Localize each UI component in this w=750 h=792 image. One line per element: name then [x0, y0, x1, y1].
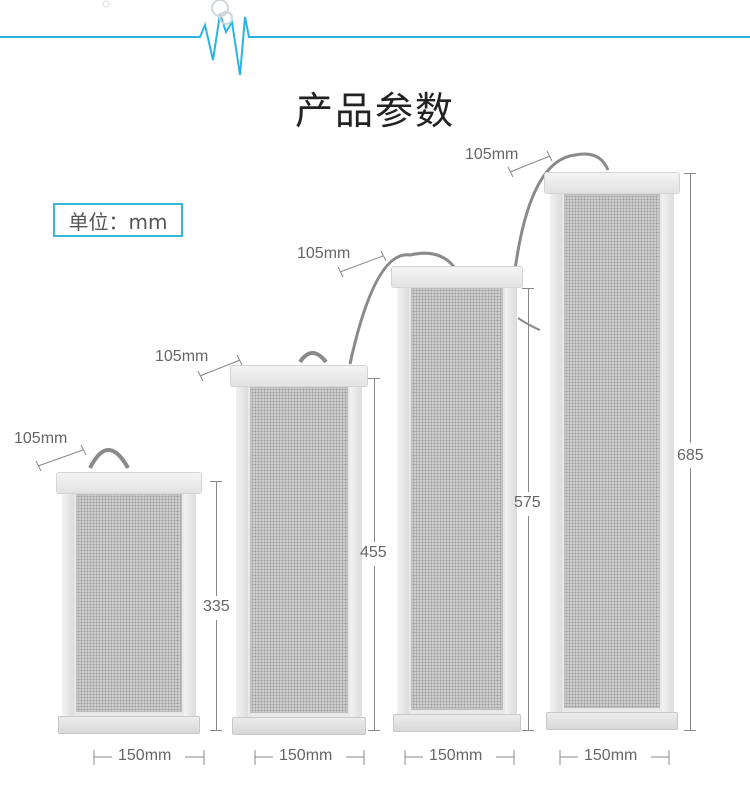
- speaker-3-height-line-lower: [528, 516, 529, 730]
- speaker-1-height-tick-bottom: [210, 730, 222, 731]
- speaker-4-height-tick-bottom: [684, 730, 696, 731]
- speaker-3-height-label: 575: [514, 494, 541, 511]
- speaker-3-height-tick-bottom: [522, 730, 534, 731]
- speaker-4-height-line: [690, 173, 691, 443]
- heartbeat-line-decoration: [0, 0, 750, 76]
- speaker-3-height-line: [528, 288, 529, 492]
- speaker-1-width-label: 150mm: [118, 747, 172, 764]
- unit-label: 单位：mm: [68, 209, 168, 234]
- speaker-3-depth-label: 105mm: [297, 245, 351, 262]
- speaker-3-height-tick-top: [522, 288, 534, 289]
- speaker-2-width-label: 150mm: [279, 747, 333, 764]
- speaker-4-height-label: 685: [677, 447, 704, 464]
- speaker-2-height-line: [374, 378, 375, 542]
- speaker-1-height-line: [216, 481, 217, 596]
- speaker-2-height-tick-bottom: [368, 730, 380, 731]
- speaker-2-depth-label: 105mm: [155, 348, 209, 365]
- speaker-3-image: [391, 266, 523, 732]
- speaker-4-image: [544, 172, 680, 730]
- speaker-4-width-label: 150mm: [584, 747, 638, 764]
- speaker-1-height-line-lower: [216, 620, 217, 730]
- speaker-2-image: [230, 365, 368, 735]
- speaker-1-depth-label: 105mm: [14, 430, 68, 447]
- speaker-4-depth-label: 105mm: [465, 146, 519, 163]
- speaker-2-height-label: 455: [360, 544, 387, 561]
- speaker-1-image: [56, 472, 202, 734]
- page-title: 产品参数: [294, 89, 455, 133]
- speaker-4-height-tick-top: [684, 173, 696, 174]
- unit-label-box: 单位：mm: [53, 203, 183, 237]
- speaker-2-height-line-lower: [374, 566, 375, 730]
- speaker-1-height-label: 335: [203, 598, 230, 615]
- speaker-4-height-line-lower: [690, 468, 691, 730]
- speaker-1-height-tick-top: [210, 481, 222, 482]
- speaker-3-width-label: 150mm: [429, 747, 483, 764]
- speaker-2-height-tick-top: [368, 378, 380, 379]
